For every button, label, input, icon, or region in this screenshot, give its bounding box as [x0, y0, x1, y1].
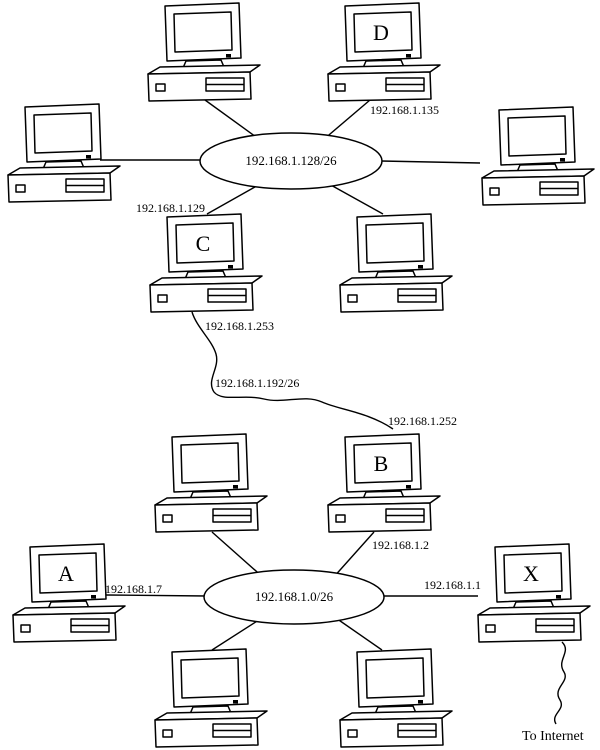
computer-bottom-lower-right	[339, 648, 453, 748]
host-b-letter: B	[374, 451, 389, 476]
computer-x	[477, 543, 591, 643]
computer-d	[327, 2, 441, 102]
network-ellipse-128	[199, 132, 383, 190]
network-192-label: 192.168.1.192/26	[215, 376, 299, 390]
computer-bottom-lower-left	[154, 648, 268, 748]
host-a-letter: A	[58, 561, 74, 586]
computer-top-lower-right	[339, 213, 453, 313]
network-128-label: 192.168.1.128/26	[245, 153, 337, 168]
link-toplr-to-lan128	[328, 183, 384, 215]
link-d-to-lan128	[322, 99, 371, 141]
link-b-to-lan0	[331, 531, 375, 580]
ip-a-lan: 192.168.1.7	[105, 582, 162, 596]
host-c-letter: C	[196, 231, 211, 256]
link-c-to-b-serial	[191, 311, 394, 430]
network-ellipse-0	[203, 569, 385, 625]
ip-x-lan: 192.168.1.1	[424, 578, 481, 592]
to-internet-label: To Internet	[522, 729, 584, 744]
network-0-label: 192.168.1.0/26	[255, 589, 334, 604]
computer-top-right	[481, 106, 595, 206]
computer-top-upper-left	[147, 2, 261, 102]
computer-b	[327, 433, 441, 533]
link-botlr-to-lan0	[332, 615, 383, 651]
computer-top-left	[7, 103, 121, 203]
host-d-letter: D	[373, 20, 389, 45]
ip-c-lan: 192.168.1.129	[136, 201, 205, 215]
computer-c	[149, 213, 263, 313]
ip-b-lan: 192.168.1.2	[372, 538, 429, 552]
link-botul-to-lan0	[211, 531, 266, 580]
link-topright-to-lan128	[380, 160, 481, 164]
ip-d-lan: 192.168.1.135	[370, 103, 439, 117]
computer-bottom-upper-left	[154, 433, 268, 533]
link-x-to-internet	[553, 641, 567, 725]
ip-c-link: 192.168.1.253	[205, 319, 274, 333]
host-x-letter: X	[523, 561, 539, 586]
ip-b-link: 192.168.1.252	[388, 414, 457, 428]
link-a-to-lan0	[105, 594, 208, 597]
link-c-to-lan128	[206, 182, 263, 215]
